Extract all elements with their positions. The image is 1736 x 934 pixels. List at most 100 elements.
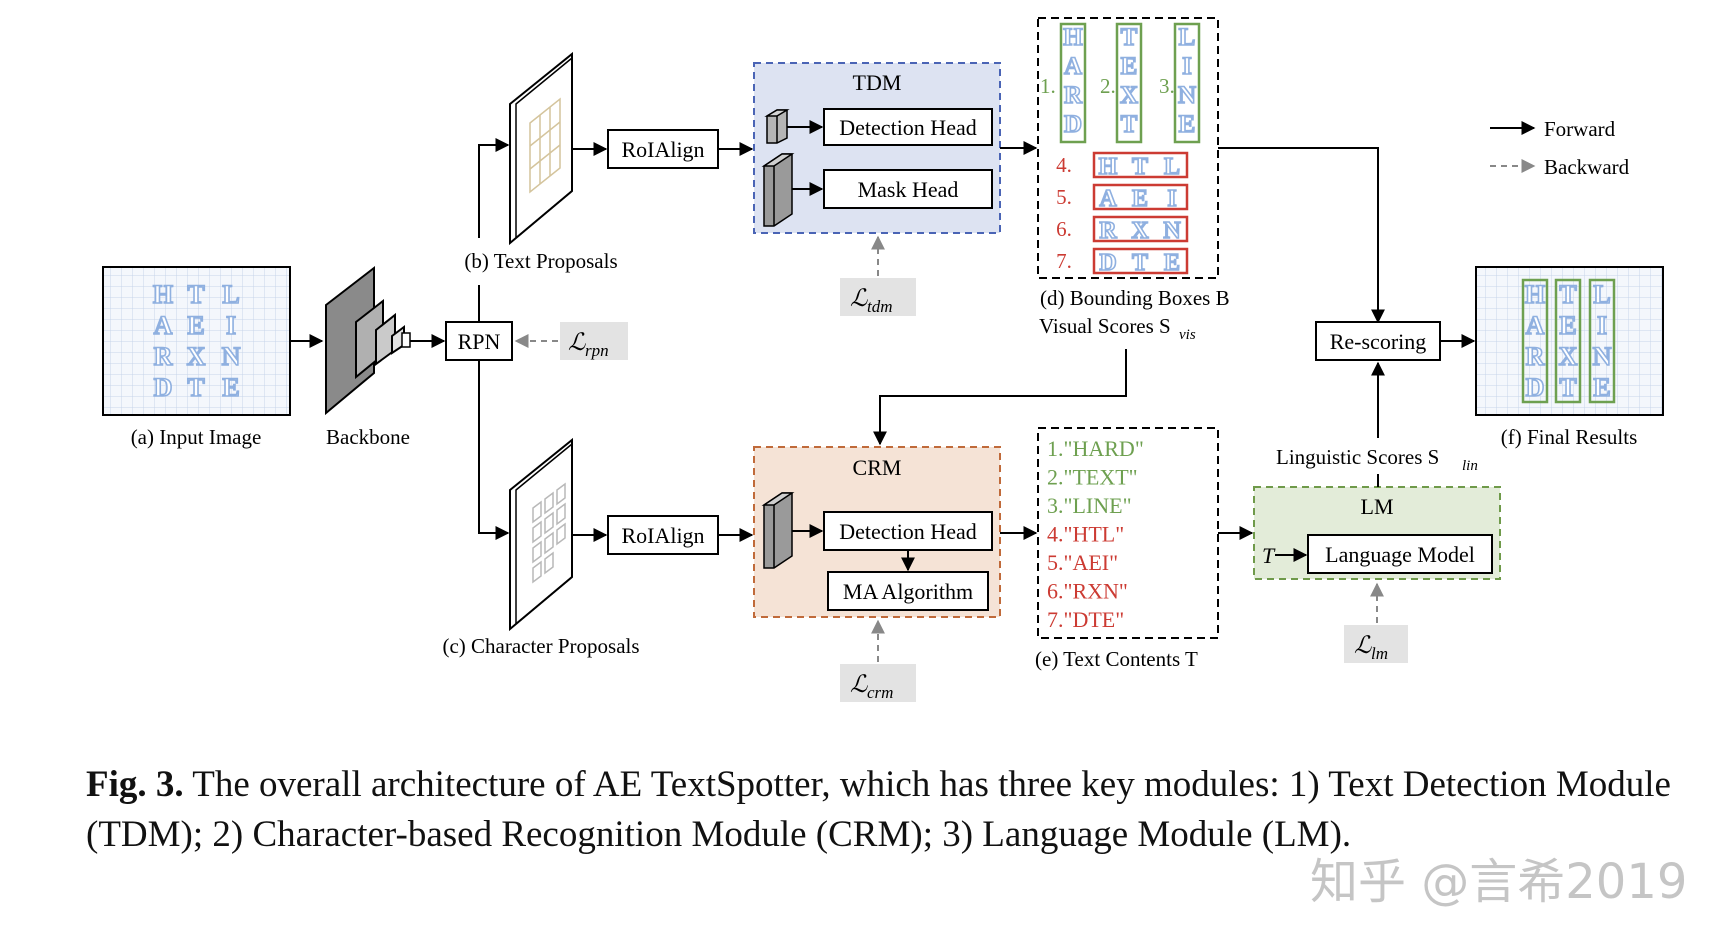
- roialign-top-label: RoIAlign: [621, 137, 704, 162]
- final-result-letter: I: [1597, 311, 1607, 340]
- bbox-letter: A: [1064, 53, 1082, 80]
- lm-title: LM: [1361, 494, 1394, 519]
- bbox-number: 1.: [1040, 74, 1056, 98]
- bbox-letter: I: [1167, 186, 1176, 212]
- bbox-number: 2.: [1100, 74, 1116, 98]
- backbone-blocks: [325, 265, 411, 416]
- loss-tdm: [840, 278, 916, 316]
- input-letter: T: [187, 280, 204, 309]
- bbox-letter: I: [1182, 53, 1192, 80]
- text-contents-label: (e) Text Contents T: [1035, 647, 1198, 671]
- text-proposals-plane: [509, 51, 573, 246]
- arrow-bboxes-crm: [873, 349, 1127, 446]
- bbox-letter: N: [1163, 218, 1181, 244]
- bbox-number: 4.: [1056, 153, 1072, 177]
- bbox-letter: L: [1164, 154, 1180, 180]
- crm-title: CRM: [853, 455, 902, 480]
- final-result-letter: T: [1559, 373, 1576, 402]
- bbox-letter: E: [1121, 53, 1138, 80]
- final-result-letter: L: [1593, 280, 1610, 309]
- crm-module: CRM Detection Head MA Algorithm: [753, 446, 1001, 618]
- bbox-horizontal-box: [1092, 151, 1189, 179]
- bbox-letter: D: [1099, 250, 1116, 276]
- text-contents-list: 1."HARD"2."TEXT"3."LINE"4."HTL"5."AEI"6.…: [1047, 436, 1144, 632]
- input-letter: N: [222, 342, 241, 371]
- final-result-letter: H: [1525, 280, 1545, 309]
- loss-crm-symbol: ℒ: [850, 672, 868, 698]
- roialign-bottom-label: RoIAlign: [621, 523, 704, 548]
- bbox-letter: X: [1131, 218, 1149, 244]
- loss-lm: [1344, 625, 1408, 663]
- loss-tdm-symbol: ℒ: [850, 286, 868, 312]
- bbox-letter: A: [1099, 186, 1117, 212]
- final-result-box: [1521, 278, 1549, 404]
- final-results-label: (f) Final Results: [1501, 425, 1638, 449]
- final-result-letter: N: [1593, 342, 1612, 371]
- final-result-letter: T: [1559, 280, 1576, 309]
- bbox-number: 5.: [1056, 185, 1072, 209]
- char-proposals-plane: [509, 437, 573, 632]
- bbox-letter: H: [1099, 154, 1118, 180]
- rescoring-box: [1315, 321, 1441, 361]
- text-content-item: 4."HTL": [1047, 522, 1124, 547]
- detection-head-top-box: [823, 108, 993, 146]
- bbox-letter: T: [1121, 24, 1138, 51]
- rpn-box: [445, 321, 513, 361]
- legend: Forward Backward: [1490, 117, 1630, 179]
- detection-head-bottom-box: [823, 511, 993, 551]
- backbone-label: Backbone: [326, 425, 410, 449]
- roialign-top-box: [607, 129, 719, 169]
- final-result-letter: R: [1526, 342, 1545, 371]
- input-letter: X: [187, 342, 206, 371]
- legend-backward-label: Backward: [1544, 155, 1630, 179]
- input-letter: A: [154, 311, 173, 340]
- rpn-label: RPN: [458, 329, 501, 354]
- detection-head-top-label: Detection Head: [839, 115, 976, 140]
- text-content-item: 7."DTE": [1047, 607, 1124, 632]
- figure-caption: Fig. 3. The overall architecture of AE T…: [86, 760, 1686, 860]
- final-result-letter: E: [1559, 311, 1576, 340]
- bbox-letter: E: [1179, 111, 1196, 138]
- ma-algorithm-box: [827, 571, 989, 611]
- loss-rpn-symbol: ℒ: [568, 330, 586, 356]
- language-model-label: Language Model: [1325, 542, 1475, 567]
- bbox-letter: T: [1132, 250, 1148, 276]
- loss-crm-sub: crm: [867, 683, 893, 702]
- loss-lm-symbol: ℒ: [1354, 633, 1372, 659]
- bbox-vertical-box: [1059, 22, 1087, 144]
- bbox-letter: L: [1179, 24, 1196, 51]
- caption-text: The overall architecture of AE TextSpott…: [86, 764, 1671, 855]
- input-letter: L: [222, 280, 239, 309]
- bbox-vertical-box: [1115, 22, 1143, 144]
- input-letter: E: [222, 373, 239, 402]
- tdm-title: TDM: [853, 70, 902, 95]
- bbox-letter: T: [1121, 111, 1138, 138]
- bbox-number: 3.: [1159, 74, 1175, 98]
- rescoring-label: Re-scoring: [1330, 329, 1427, 354]
- input-letter: I: [226, 311, 236, 340]
- legend-forward-label: Forward: [1544, 117, 1616, 141]
- loss-rpn-sub: rpn: [585, 341, 609, 360]
- text-contents-panel: [1037, 427, 1219, 639]
- bbox-letter: E: [1164, 250, 1180, 276]
- input-letter: E: [187, 311, 204, 340]
- final-result-box: [1588, 278, 1616, 404]
- text-proposals-label: (b) Text Proposals: [464, 249, 617, 273]
- lm-input-label: T: [1262, 543, 1276, 568]
- visual-scores-sub: vis: [1179, 327, 1196, 343]
- bounding-boxes-label: (d) Bounding Boxes B: [1040, 286, 1230, 310]
- mask-head-box: [823, 169, 993, 209]
- mask-head-label: Mask Head: [858, 177, 959, 202]
- roialign-bottom-box: [607, 515, 719, 555]
- language-model-box: [1307, 534, 1493, 574]
- bbox-horizontal-box: [1092, 183, 1189, 211]
- caption-prefix: Fig. 3.: [86, 764, 184, 805]
- bbox-vertical-box: [1173, 22, 1201, 144]
- input-letter: D: [154, 373, 173, 402]
- text-content-item: 6."RXN": [1047, 579, 1128, 604]
- loss-crm: [840, 664, 916, 702]
